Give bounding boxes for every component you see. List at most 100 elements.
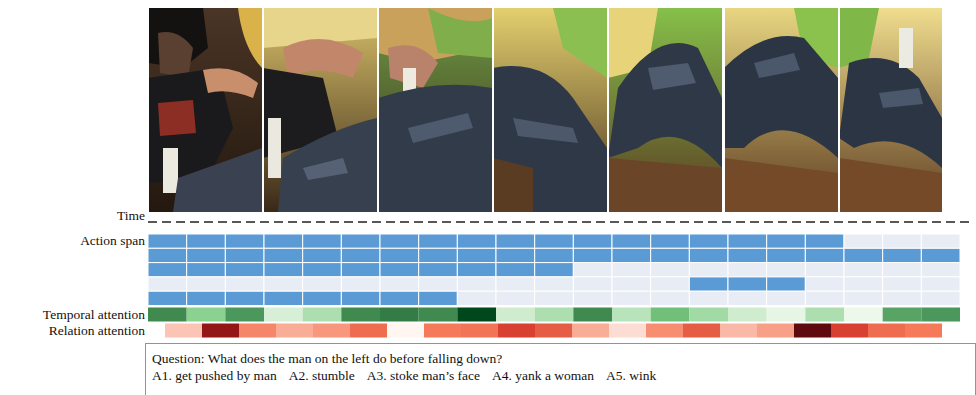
action-span-cell xyxy=(341,291,380,305)
temporal-attention-cell xyxy=(187,308,226,322)
action-span-cell xyxy=(457,248,496,262)
row-label: Relation attention xyxy=(49,323,145,338)
relation-attention-cell xyxy=(535,324,572,338)
action-span-cell xyxy=(457,291,496,305)
action-span-cell xyxy=(883,277,922,291)
action-span-cell xyxy=(844,248,883,262)
action-span-cell xyxy=(187,291,226,305)
video-frame xyxy=(148,8,262,212)
action-span-cell xyxy=(225,234,264,248)
frame-divider xyxy=(378,8,379,212)
relation-attention-cell xyxy=(609,324,646,338)
action-span-cell xyxy=(728,234,767,248)
relation-attention-cell xyxy=(646,324,683,338)
frame-content xyxy=(428,8,492,58)
temporal-attention-cell xyxy=(264,308,303,322)
action-span-cell xyxy=(689,291,728,305)
frame-divider xyxy=(839,8,840,212)
frame-content xyxy=(493,158,533,212)
action-span-cell xyxy=(612,277,651,291)
frame-content xyxy=(839,58,942,168)
action-span-cell xyxy=(225,263,264,277)
action-span-cell xyxy=(573,234,612,248)
temporal-attention-cell xyxy=(844,308,883,322)
action-span-cell xyxy=(496,277,535,291)
action-span-cell xyxy=(535,291,574,305)
relation-attention-cell xyxy=(202,324,239,338)
action-span-cell xyxy=(767,234,806,248)
action-span-cell xyxy=(341,277,380,291)
video-frames xyxy=(148,8,942,212)
action-span-cell xyxy=(303,291,342,305)
action-span-cell xyxy=(535,234,574,248)
action-span-cell xyxy=(767,248,806,262)
action-span-cell xyxy=(844,277,883,291)
frame-content xyxy=(203,68,258,98)
action-span-cell xyxy=(844,263,883,277)
frame-content xyxy=(408,113,473,143)
frame-content xyxy=(648,63,696,90)
temporal-attention-cell xyxy=(612,308,651,322)
action-span-cell xyxy=(148,234,187,248)
answer-option: A3. stoke man’s face xyxy=(367,367,480,384)
frame-content xyxy=(283,39,363,78)
action-span-cell xyxy=(225,248,264,262)
video-frame xyxy=(493,8,607,212)
action-span-cell xyxy=(805,234,844,248)
action-span-cell xyxy=(844,234,883,248)
time-axis xyxy=(148,221,972,223)
relation-attention-cell xyxy=(165,324,202,338)
action-span-cell xyxy=(767,277,806,291)
video-frame xyxy=(839,8,942,212)
action-span-cell xyxy=(380,291,419,305)
frame-content xyxy=(158,100,196,136)
relation-attention-cell xyxy=(387,324,424,338)
frame-background xyxy=(839,8,942,212)
action-span-cell xyxy=(535,277,574,291)
action-span-cell xyxy=(651,291,690,305)
temporal-attention-cell xyxy=(535,308,574,322)
action-span-cell xyxy=(689,248,728,262)
row-label: Temporal attention xyxy=(43,307,145,322)
frame-background xyxy=(378,8,492,212)
relation-attention-cell xyxy=(461,324,498,338)
relation-attention-cell xyxy=(757,324,794,338)
action-span-cell xyxy=(689,234,728,248)
action-span-cell xyxy=(380,263,419,277)
action-span-cell xyxy=(612,234,651,248)
frame-content xyxy=(608,43,722,168)
action-span-cell xyxy=(805,277,844,291)
frame-content xyxy=(493,66,607,212)
action-span-cell xyxy=(264,277,303,291)
action-span-cell xyxy=(844,291,883,305)
action-span-cell xyxy=(535,248,574,262)
action-span-cell xyxy=(921,277,960,291)
temporal-attention-cell xyxy=(380,308,419,322)
action-span-cell xyxy=(341,234,380,248)
action-span-cell xyxy=(496,291,535,305)
relation-attention-cell xyxy=(239,324,276,338)
action-span-cell xyxy=(457,234,496,248)
frame-divider xyxy=(724,8,725,212)
frame-content xyxy=(513,118,578,143)
action-span-cell xyxy=(419,277,458,291)
relation-attention-cell xyxy=(683,324,720,338)
frame-divider xyxy=(493,8,494,212)
answer-option: A4. yank a woman xyxy=(492,367,594,384)
action-span-cell xyxy=(573,291,612,305)
frame-content xyxy=(158,32,193,78)
frame-divider xyxy=(148,8,149,212)
frame-content xyxy=(879,88,923,108)
frame-content xyxy=(839,158,942,212)
action-span-cell xyxy=(883,291,922,305)
temporal-attention-cell xyxy=(148,308,187,322)
action-span-cell xyxy=(148,291,187,305)
relation-attention-cell xyxy=(572,324,609,338)
action-span-cell xyxy=(496,248,535,262)
action-span-cell xyxy=(573,263,612,277)
action-span-cell xyxy=(341,263,380,277)
action-span-cell xyxy=(187,248,226,262)
frame-content xyxy=(163,148,178,193)
action-span-cell xyxy=(457,277,496,291)
